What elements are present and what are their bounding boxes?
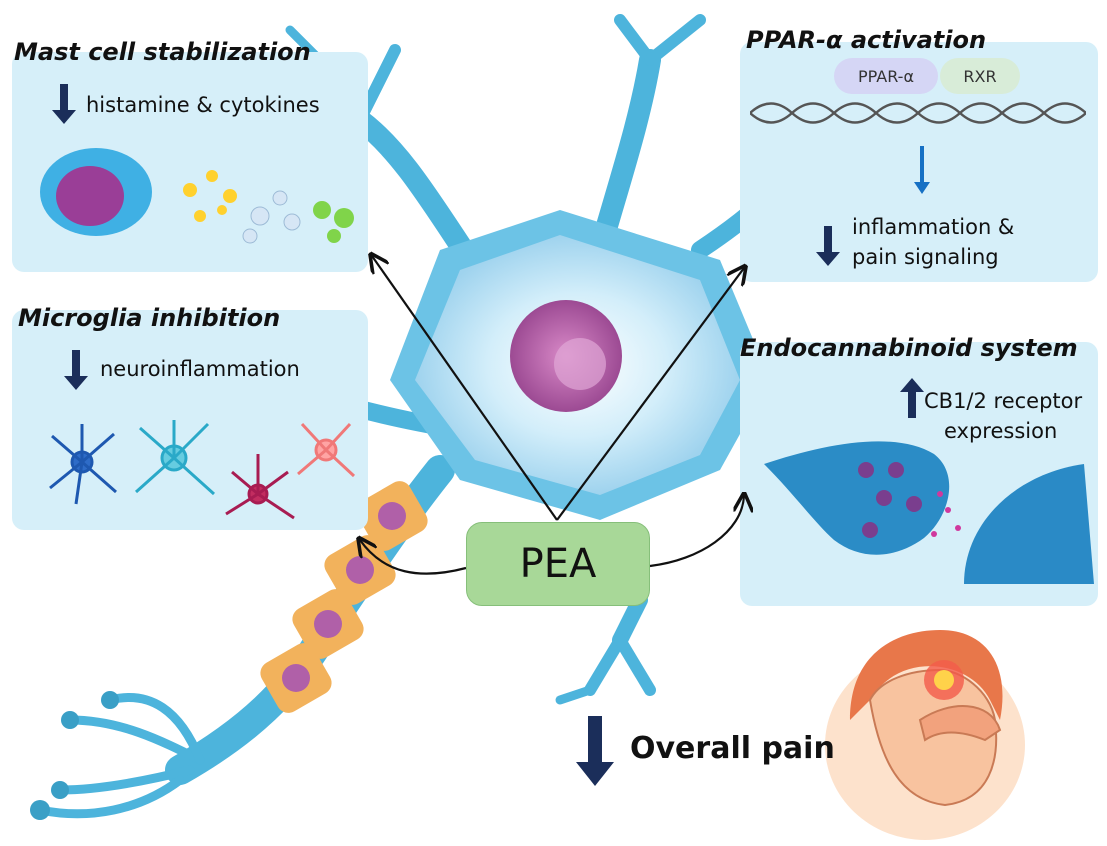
arrow-to-endocannabinoid (649, 496, 744, 568)
pea-box: PEA (466, 522, 650, 606)
mast-cell-panel (12, 52, 368, 272)
endocannabinoid-title: Endocannabinoid system (740, 334, 1078, 362)
down-arrow-icon (914, 146, 930, 194)
rxr-pill: RXR (940, 58, 1020, 94)
endocannabinoid-panel (740, 342, 1098, 606)
microglia-title: Microglia inhibition (18, 304, 281, 332)
down-arrow-icon (52, 84, 76, 124)
arrow-to-microglia (360, 540, 467, 575)
cb-receptor-line1: CB1/2 receptor (924, 389, 1083, 413)
axon-terminal-buttons (30, 691, 119, 820)
neuroinflammation-label: neuroinflammation (100, 357, 300, 381)
dna-helix-icon (750, 102, 1086, 124)
inflammation-label: inflammation & pain signaling (852, 212, 1014, 273)
ppar-alpha-pill: PPAR-α (834, 58, 938, 94)
down-arrow-icon (64, 350, 88, 390)
myelin-sheath (260, 481, 428, 713)
microglia-panel (12, 310, 368, 530)
cb-receptor-label: CB1/2 receptor expression (924, 386, 1082, 447)
inflammation-line2: pain signaling (852, 245, 999, 270)
ppar-title: PPAR-α activation (746, 26, 987, 54)
synapse-illustration (764, 441, 1094, 584)
inflammation-line1: inflammation & (852, 215, 1015, 239)
mast-cell-illustration (40, 148, 354, 244)
mast-cell-title: Mast cell stabilization (14, 38, 311, 66)
headache-person-icon (825, 630, 1025, 840)
arrow-to-mast-cell (372, 256, 558, 521)
overall-pain-label: Overall pain (630, 731, 835, 766)
histamine-cytokines-label: histamine & cytokines (86, 93, 320, 117)
down-arrow-icon (816, 226, 840, 266)
microglia-illustration (49, 420, 356, 520)
down-arrow-icon (576, 716, 614, 786)
cb-receptor-line2: expression (944, 419, 1058, 444)
up-arrow-icon (900, 378, 924, 418)
arrow-to-ppar (556, 268, 744, 521)
axon-terminals (35, 693, 205, 819)
